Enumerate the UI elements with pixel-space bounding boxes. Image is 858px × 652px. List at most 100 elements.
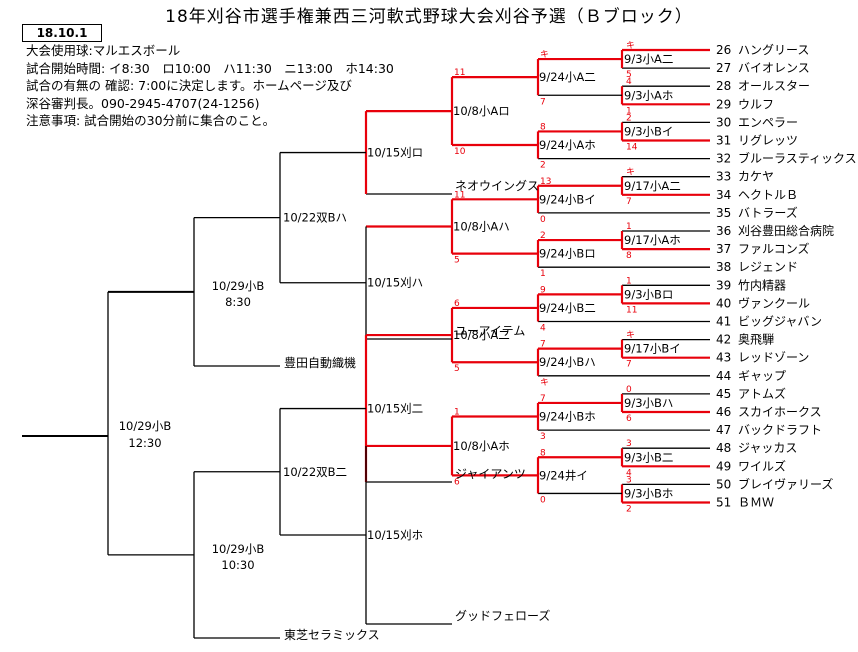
team-number: 27 <box>716 61 731 75</box>
game-label-r3: 10/8小Aロ <box>453 104 510 118</box>
score-r2: 7 <box>540 394 546 404</box>
team-name: 奥飛騨 <box>738 332 774 347</box>
score-r1: キ <box>626 168 635 178</box>
team-name: アトムズ <box>738 386 786 401</box>
score-r1: キ <box>626 41 635 51</box>
score-r2: 9 <box>540 285 546 295</box>
team-number: 33 <box>716 170 731 184</box>
game-label-r1: 9/3小Bハ <box>624 396 673 410</box>
notes: 大会使用球:マルエスボール 試合開始時間: イ8:30 ロ10:00 ハ11:3… <box>26 42 394 130</box>
score-r1: 4 <box>626 77 632 87</box>
score-r2: 8 <box>540 122 546 132</box>
team-number: 36 <box>716 224 731 238</box>
team-name: スカイホークス <box>738 405 822 419</box>
game-label-r2: 9/24小Bホ <box>539 410 596 424</box>
score-r1: 1 <box>626 276 632 286</box>
final-game-time: 12:30 <box>128 436 161 450</box>
team-name: ウルフ <box>738 97 774 111</box>
team-number: 32 <box>716 152 731 166</box>
score-r1: 3 <box>626 439 632 449</box>
score-r2: 1 <box>540 269 546 279</box>
score-r3: 11 <box>454 190 465 200</box>
team-name: ジャッカス <box>738 441 797 455</box>
score-r1: 5 <box>626 70 632 80</box>
score-r1: 8 <box>626 251 632 261</box>
game-label-r2: 9/24小Bイ <box>539 192 596 206</box>
game-label-r2: 9/24小Bハ <box>539 355 596 369</box>
team-name: ビッグジャバン <box>738 315 822 329</box>
team-number: 50 <box>716 477 731 491</box>
team-number: 44 <box>716 369 731 383</box>
score-r2: 13 <box>540 177 551 187</box>
team-number: 47 <box>716 423 731 437</box>
score-r1: 7 <box>626 197 632 207</box>
team-number: 45 <box>716 387 731 401</box>
score-r1: 11 <box>626 305 637 315</box>
game-label-r2: 9/24小B二 <box>539 301 596 315</box>
team-name: ブレイヴァリーズ <box>738 476 833 491</box>
team-name: レッドゾーン <box>738 351 809 365</box>
score-r3: 1 <box>454 408 460 418</box>
score-r1: 7 <box>626 360 632 370</box>
game-label-r4: 10/15刈二 <box>367 402 423 416</box>
game-label-r5: 10/22双Bハ <box>283 211 347 225</box>
team-name: ＢＭＷ <box>738 496 774 510</box>
game-label-r2: 9/24小Bロ <box>539 247 596 261</box>
team-name: バイオレンス <box>738 61 810 75</box>
score-r3: 6 <box>454 477 460 487</box>
game-label-r6: 10/29小B <box>212 542 265 556</box>
team-number: 49 <box>716 459 731 473</box>
score-r1: 14 <box>626 143 638 153</box>
seed-team: ジャイアンツ <box>455 467 526 481</box>
team-name: ヘクトルＢ <box>738 188 798 202</box>
score-r2: 7 <box>540 97 546 107</box>
team-number: 42 <box>716 333 731 347</box>
team-name: リグレッツ <box>738 134 798 148</box>
note-start-times: 試合開始時間: イ8:30 ロ10:00 ハ11:30 ニ13:00 ホ14:3… <box>26 60 394 76</box>
seed-team: グッドフェローズ <box>455 608 550 623</box>
game-label-r1: 9/17小Aホ <box>624 233 681 247</box>
score-r2: 2 <box>540 161 546 171</box>
score-r2: キ <box>540 378 549 388</box>
game-label-r1: 9/3小Bホ <box>624 486 673 500</box>
game-label-r3: 10/8小A二 <box>453 328 510 342</box>
note-ball: 大会使用球:マルエスボール <box>26 43 181 58</box>
score-r2: 0 <box>540 495 546 505</box>
game-label-r1: 9/3小B二 <box>624 450 673 464</box>
note-caution: 注意事項: 試合開始の30分前に集合のこと。 <box>26 113 276 128</box>
game-label-r2: 9/24井イ <box>539 468 588 482</box>
team-number: 41 <box>716 315 731 329</box>
score-r1: 3 <box>626 475 632 485</box>
game-label-r1: 9/3小A二 <box>624 52 673 66</box>
team-name: レジェンド <box>738 260 798 274</box>
team-name: エンペラー <box>738 115 798 129</box>
score-r3: 10 <box>454 147 466 157</box>
team-name: 竹内精器 <box>738 278 786 292</box>
game-time-r6: 10:30 <box>221 558 254 572</box>
game-label-r6: 10/29小B <box>212 279 265 293</box>
team-number: 38 <box>716 260 731 274</box>
note-confirmation: 試合の有無の 確認: 7:00に決定します。ホームページ及び <box>26 78 352 93</box>
seed-team: 東芝セラミックス <box>284 627 380 642</box>
score-r1: 1 <box>626 222 632 232</box>
team-number: 30 <box>716 115 731 129</box>
team-name: カケヤ <box>738 170 774 184</box>
seed-team: 豊田自動織機 <box>284 355 356 370</box>
team-number: 48 <box>716 441 731 455</box>
team-name: バックドラフト <box>738 423 822 437</box>
team-number: 28 <box>716 79 731 93</box>
game-label-r4: 10/15刈ロ <box>367 146 423 160</box>
seed-team: ユーアイテム <box>455 324 525 338</box>
game-label-r1: 9/17小Bイ <box>624 342 681 356</box>
team-number: 46 <box>716 405 731 419</box>
team-number: 29 <box>716 97 731 111</box>
team-name: ヴァンクール <box>738 295 810 310</box>
team-number: 39 <box>716 278 731 292</box>
score-r1: 2 <box>626 505 632 515</box>
team-name: オールスター <box>738 79 810 93</box>
score-r2: 7 <box>540 340 546 350</box>
score-r1: 1 <box>626 106 632 116</box>
team-name: ギャップ <box>738 369 786 383</box>
game-label-r2: 9/24小Aホ <box>539 138 596 152</box>
team-name: ワイルズ <box>738 458 786 473</box>
